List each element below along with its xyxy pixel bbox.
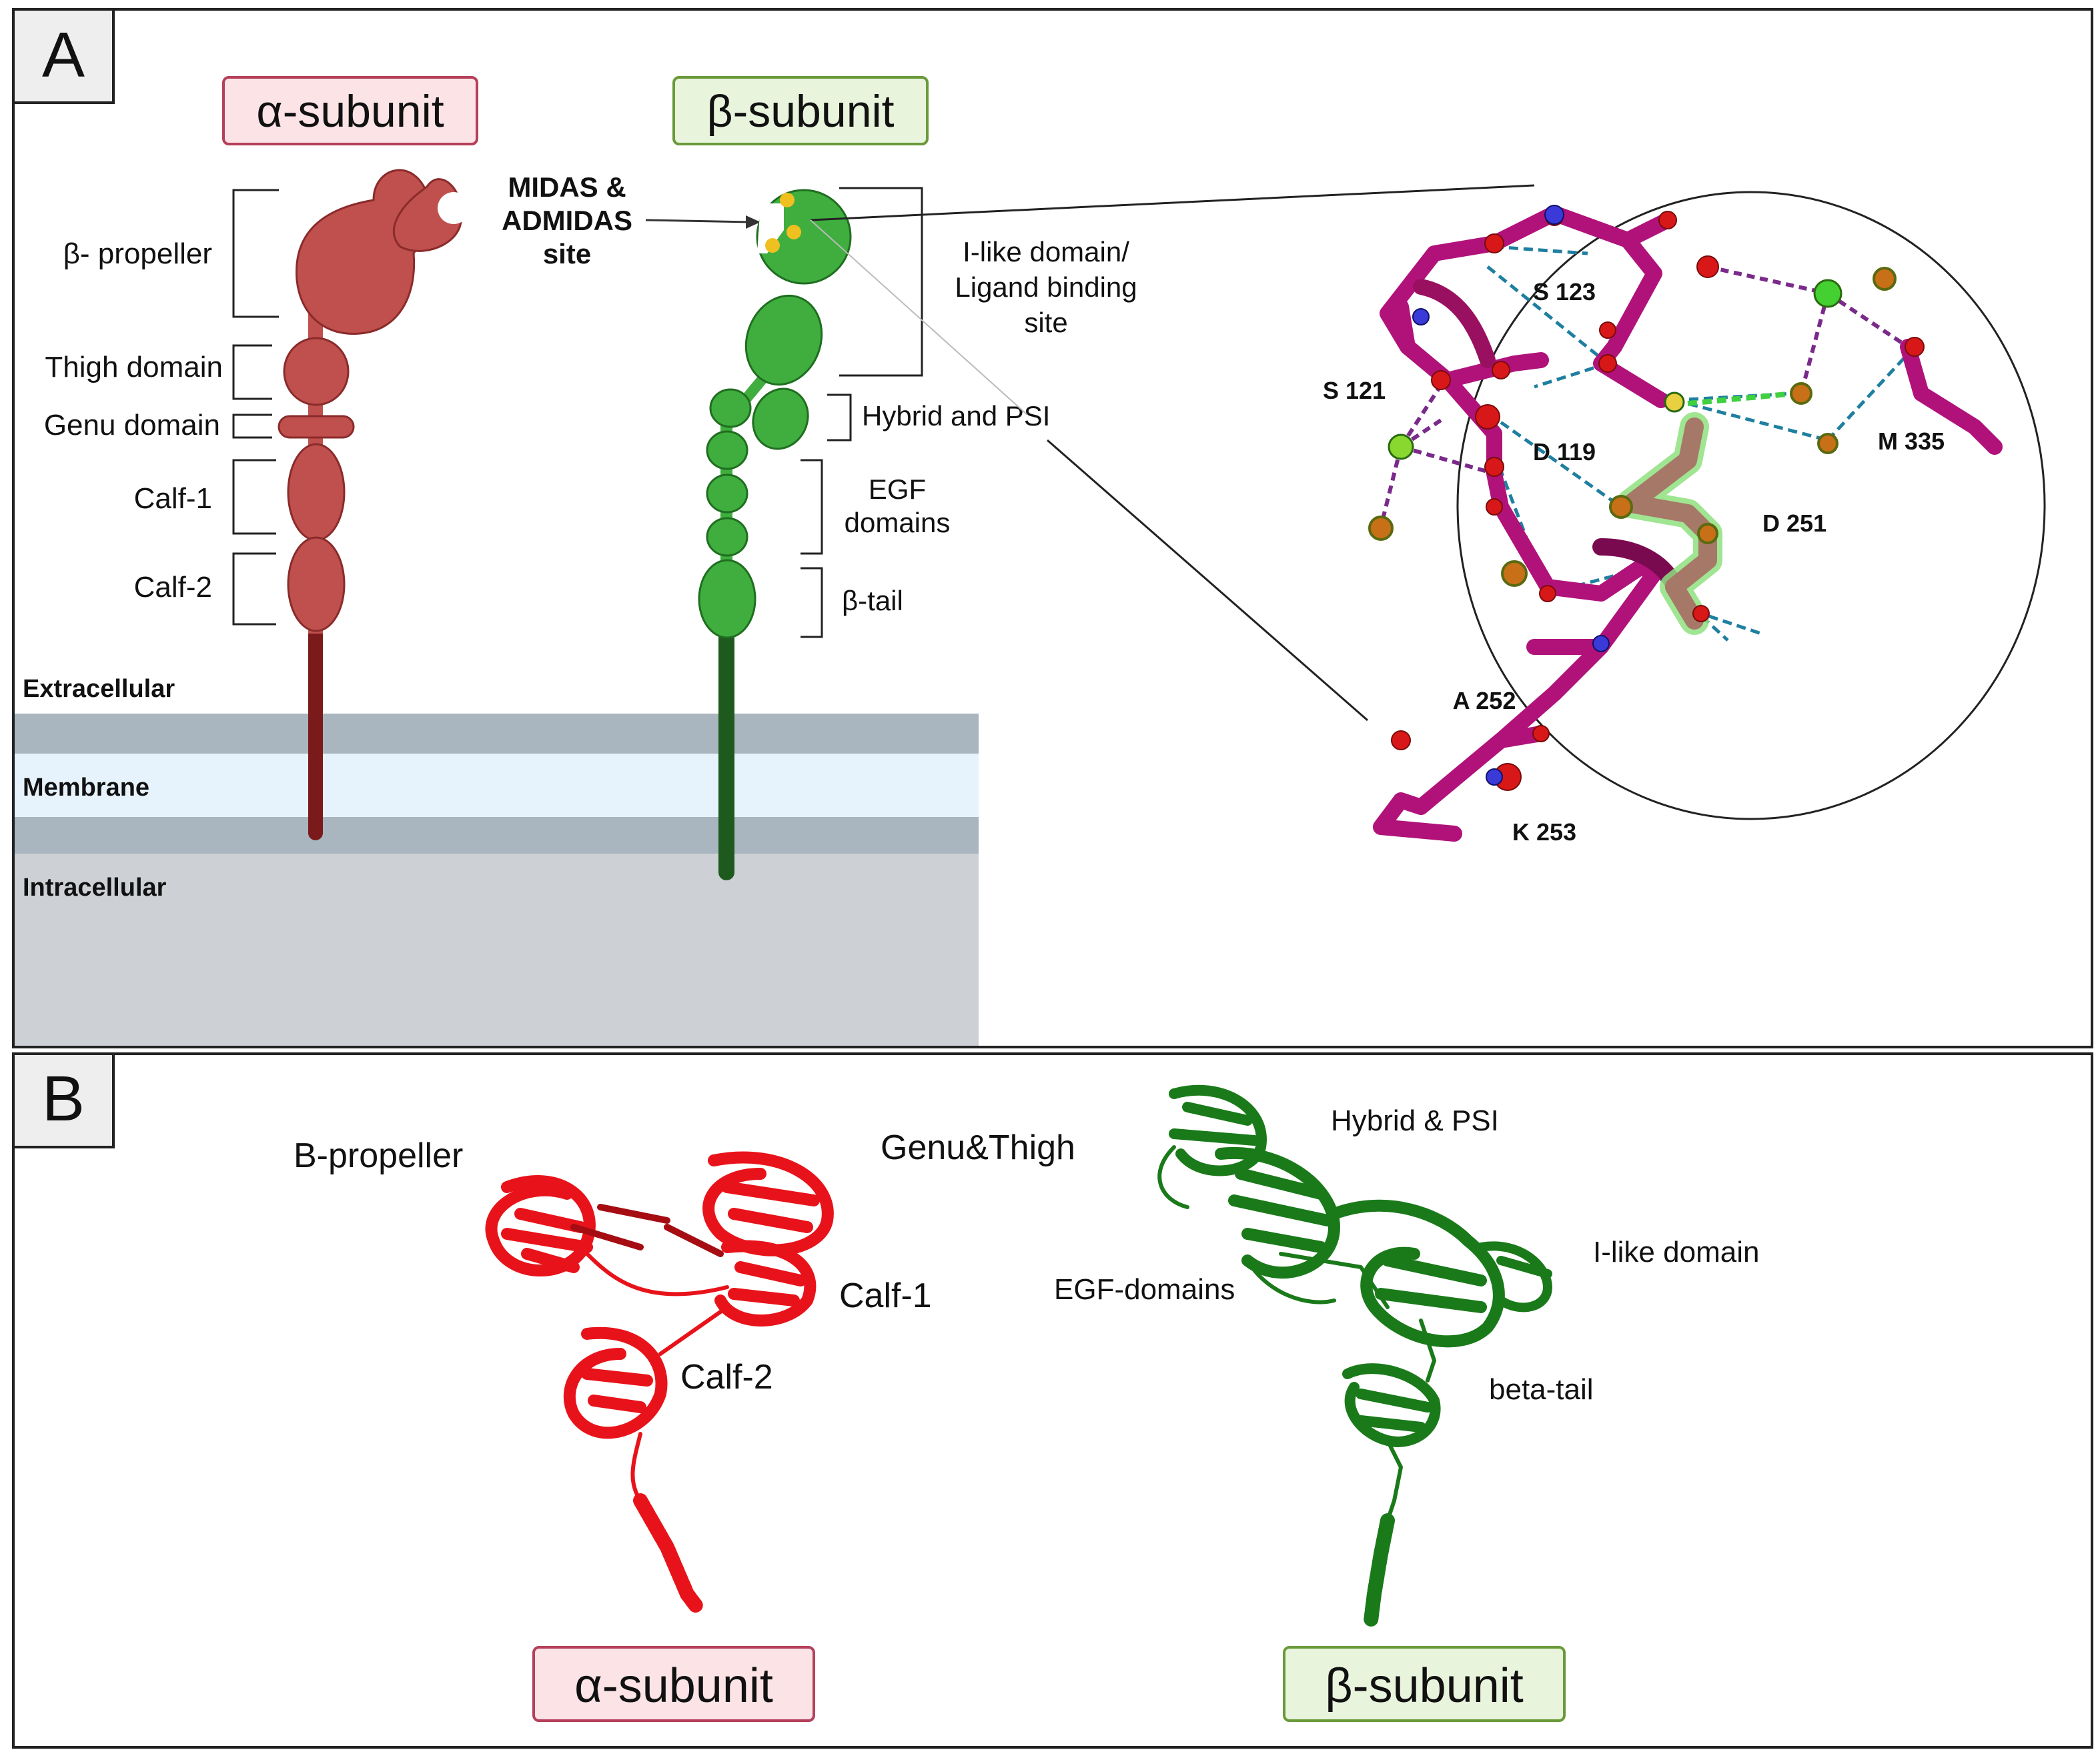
b-label-beta-tail: beta-tail bbox=[1489, 1373, 1594, 1406]
zoom-line-light bbox=[810, 219, 1028, 415]
zoom-line-top bbox=[810, 184, 1535, 221]
psi-shape bbox=[752, 387, 809, 450]
midas-arrow-head bbox=[746, 215, 760, 229]
intracellular-region bbox=[15, 850, 979, 1046]
egf-3 bbox=[706, 517, 748, 557]
alpha-domain-labels: β- propeller Thigh domain Genu domain Ca… bbox=[44, 237, 223, 604]
panel-a-label: A bbox=[42, 19, 85, 91]
zoom-line-bottom bbox=[1047, 439, 1368, 722]
beta-brackets bbox=[801, 187, 923, 638]
panel-b-label-box bbox=[12, 1052, 115, 1148]
label-egf-1: EGF bbox=[869, 474, 926, 505]
b-alpha-title: α-subunit bbox=[574, 1659, 773, 1713]
label-beta-tail: β-tail bbox=[842, 585, 903, 616]
residue-s121: S 121 bbox=[1323, 377, 1386, 404]
panel-a: A α-subunit β-subunit β- propeller bbox=[12, 8, 2093, 1048]
panel-b-labels: B-propeller Genu&Thigh Calf-1 Calf-2 Hyb… bbox=[294, 1104, 1759, 1406]
midas-label: MIDAS & ADMIDAS site bbox=[502, 171, 760, 269]
membrane-core bbox=[15, 754, 979, 817]
midas-arrow bbox=[645, 219, 751, 223]
midas-line-1: MIDAS & bbox=[508, 171, 626, 203]
residue-a252: A 252 bbox=[1453, 687, 1516, 714]
calf2-shape bbox=[287, 536, 346, 632]
label-ilike-3: site bbox=[1024, 307, 1067, 338]
beta-title: β-subunit bbox=[706, 86, 894, 137]
alpha-ribbon-structure bbox=[485, 1151, 834, 1615]
membrane-outer-leaflet bbox=[15, 714, 979, 754]
label-membrane: Membrane bbox=[23, 774, 149, 802]
hybrid-shape bbox=[709, 388, 752, 428]
alpha-subunit-schematic bbox=[278, 169, 470, 840]
residue-labels: S 123 S 121 D 119 M 335 D 251 A 252 K 25… bbox=[1323, 278, 1945, 846]
hbond-green bbox=[1687, 391, 1795, 406]
beta-tail-shape bbox=[698, 559, 756, 639]
b-label-egf: EGF-domains bbox=[1054, 1273, 1235, 1306]
atoms-nitrogen bbox=[1412, 205, 1610, 786]
atoms-oxygen bbox=[1391, 207, 1925, 791]
midas-ion-3 bbox=[765, 238, 780, 253]
panel-b-label: B bbox=[42, 1063, 85, 1134]
membrane-inner-leaflet bbox=[15, 817, 979, 854]
beta-subunit-schematic bbox=[698, 189, 852, 880]
panel-b-frame bbox=[12, 1052, 2093, 1749]
ilike-lower-shape bbox=[744, 294, 823, 386]
midas-ion-2 bbox=[786, 225, 801, 239]
beta-stalk bbox=[718, 627, 734, 880]
b-label-genu-thigh: Genu&Thigh bbox=[881, 1128, 1075, 1167]
atoms-water bbox=[1368, 267, 1897, 587]
egf-1 bbox=[706, 430, 748, 470]
binding-site-structure bbox=[1368, 205, 2003, 842]
label-egf-2: domains bbox=[845, 507, 951, 538]
thigh-domain-shape bbox=[283, 337, 350, 406]
b-beta-title-box bbox=[1283, 1646, 1566, 1722]
propeller-cup bbox=[438, 192, 470, 224]
label-thigh-domain: Thigh domain bbox=[45, 351, 223, 383]
membrane bbox=[15, 714, 979, 1046]
panel-a-label-box bbox=[12, 8, 115, 104]
midas-line-3: site bbox=[543, 238, 591, 269]
b-label-calf1: Calf-1 bbox=[839, 1276, 932, 1315]
hbonds-purple bbox=[1379, 265, 1909, 528]
d251-residue bbox=[1622, 417, 1717, 630]
atoms-metal bbox=[1388, 279, 1843, 460]
b-beta-title: β-subunit bbox=[1325, 1659, 1524, 1713]
genu-domain-shape bbox=[278, 415, 355, 439]
b-label-calf2: Calf-2 bbox=[680, 1358, 773, 1397]
beta-propeller-shape bbox=[295, 169, 431, 335]
label-hybrid-psi: Hybrid and PSI bbox=[862, 400, 1050, 431]
calf1-shape bbox=[287, 443, 346, 542]
alpha-stalk bbox=[308, 627, 323, 840]
b-label-ilike: I-like domain bbox=[1593, 1236, 1759, 1268]
alpha-title: α-subunit bbox=[256, 86, 444, 137]
alpha-brackets bbox=[232, 189, 279, 626]
residue-k253: K 253 bbox=[1512, 818, 1576, 846]
residue-s123: S 123 bbox=[1533, 278, 1596, 305]
b-label-b-propeller: B-propeller bbox=[294, 1136, 463, 1175]
alpha-title-box bbox=[222, 76, 478, 145]
label-genu-domain: Genu domain bbox=[44, 409, 220, 442]
residue-m335: M 335 bbox=[1878, 427, 1945, 455]
beta-ribbon-structure bbox=[1157, 1084, 1552, 1628]
midas-pocket bbox=[757, 203, 784, 253]
midas-ion-1 bbox=[780, 193, 795, 207]
label-calf2: Calf-2 bbox=[134, 571, 212, 604]
label-ilike-1: I-like domain/ bbox=[963, 236, 1129, 267]
residue-d119: D 119 bbox=[1533, 438, 1596, 466]
residue-sidechain bbox=[1413, 279, 1496, 368]
label-intracellular: Intracellular bbox=[23, 874, 167, 902]
panel-b: B B-propeller Genu&Thigh Calf-1 bbox=[12, 1052, 2093, 1749]
midas-line-2: ADMIDAS bbox=[502, 205, 632, 236]
label-calf1: Calf-1 bbox=[134, 482, 212, 515]
label-ilike-2: Ligand binding bbox=[955, 271, 1137, 303]
b-label-hybrid-psi: Hybrid & PSI bbox=[1331, 1104, 1499, 1137]
label-beta-propeller: β- propeller bbox=[63, 237, 212, 270]
b-alpha-title-box bbox=[532, 1646, 815, 1722]
beta-domain-labels: I-like domain/ Ligand binding site Hybri… bbox=[842, 236, 1137, 616]
residue-d251: D 251 bbox=[1762, 510, 1826, 537]
beta-title-box bbox=[672, 76, 929, 145]
egf-2 bbox=[706, 474, 748, 514]
label-extracellular: Extracellular bbox=[23, 675, 175, 703]
